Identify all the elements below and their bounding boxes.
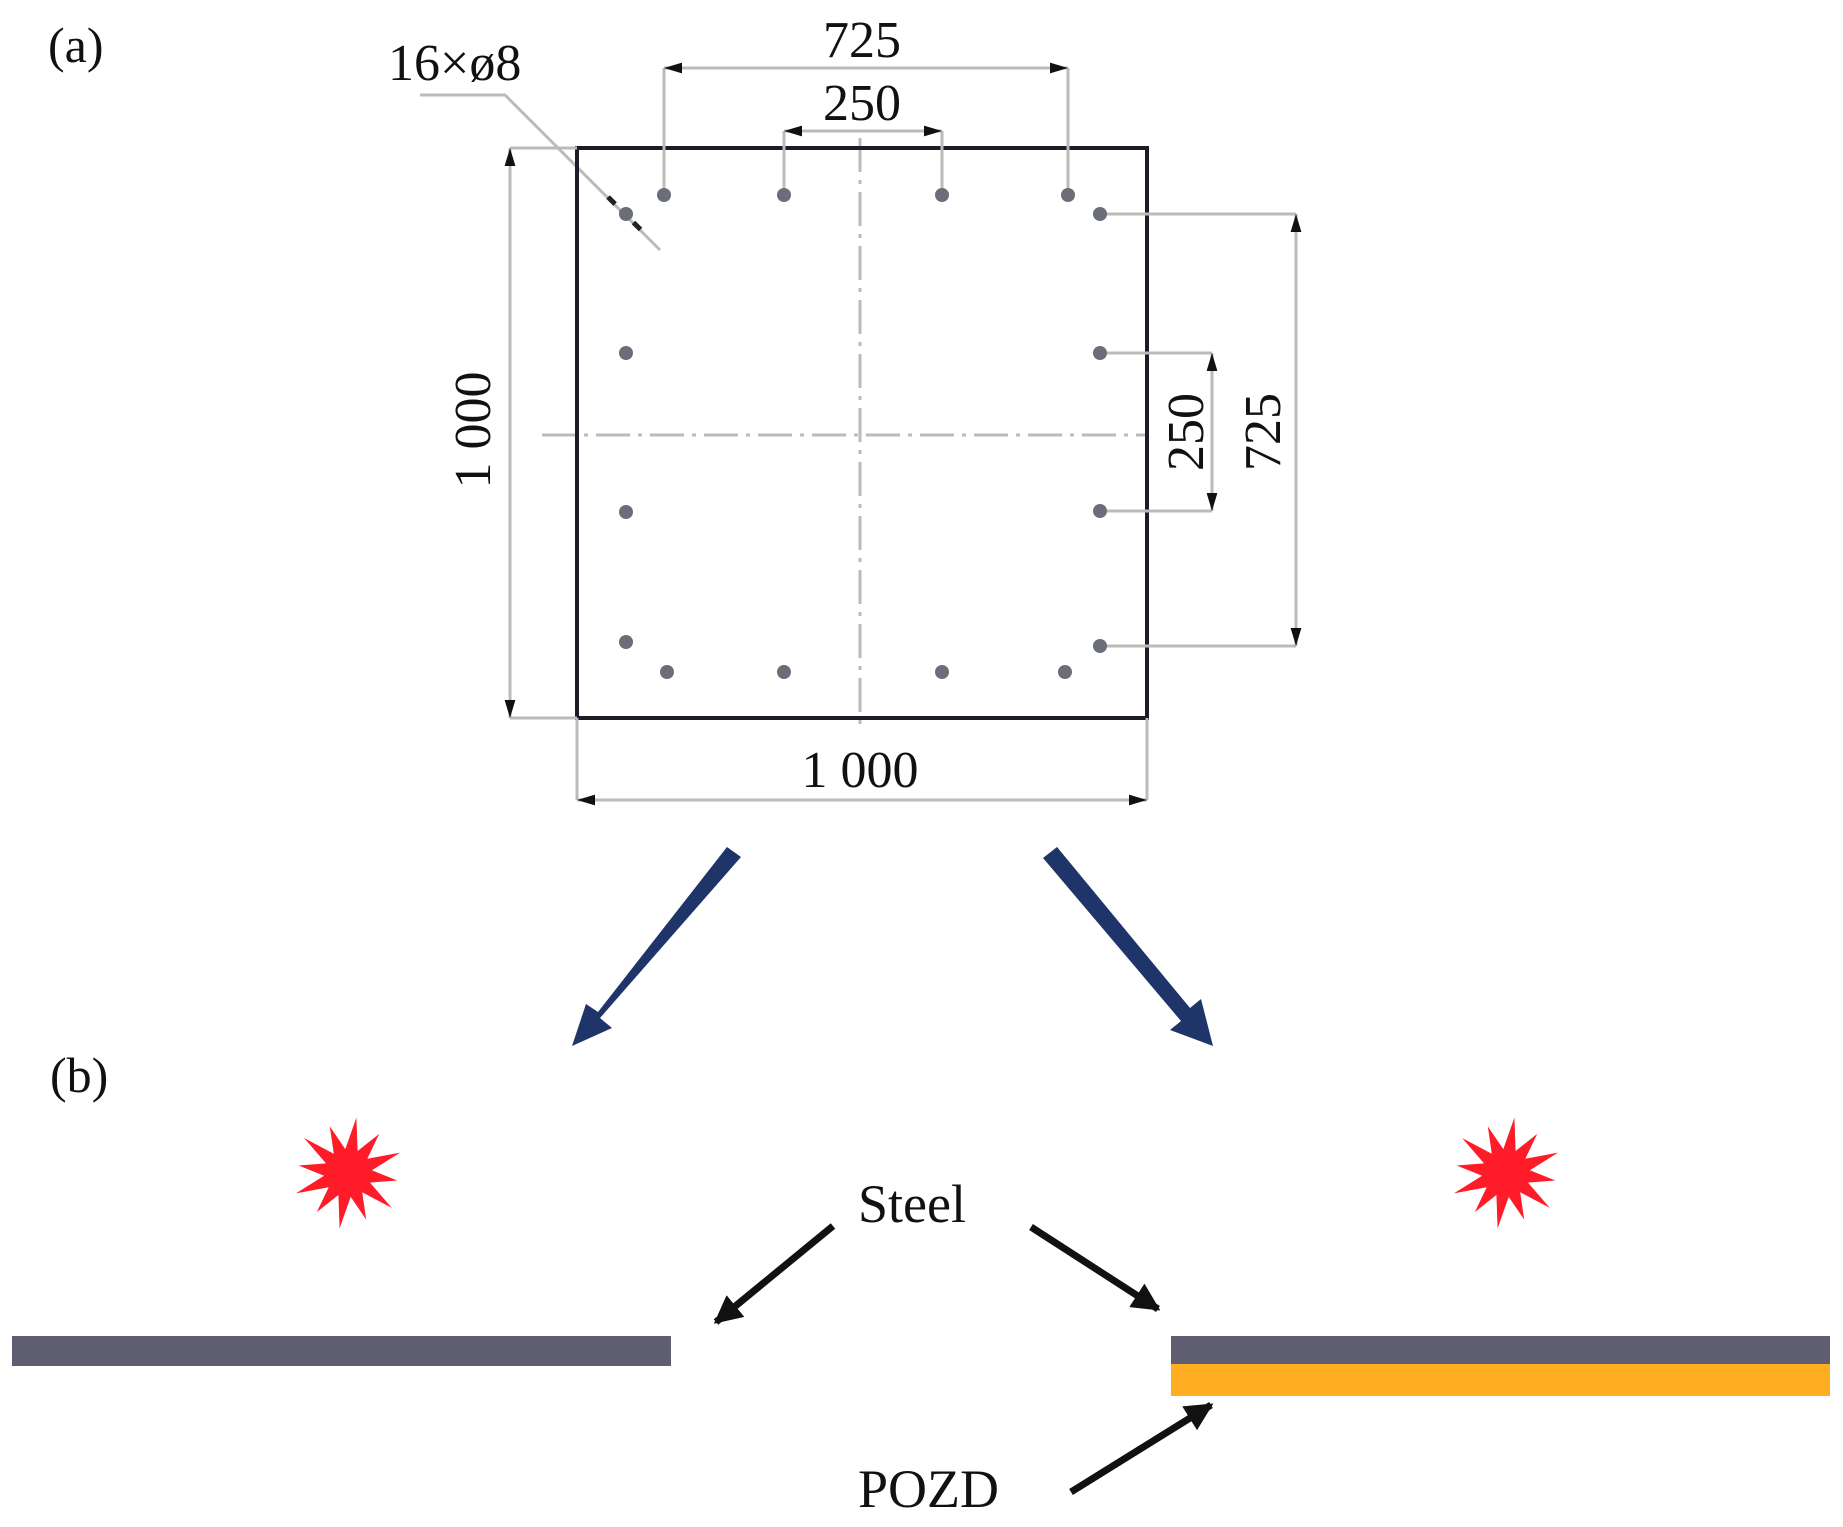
dim-text-top-725: 725	[823, 12, 901, 69]
extension-lines	[510, 68, 1296, 800]
steel-plate-coated	[1171, 1336, 1830, 1364]
panel-a-label: (a)	[48, 17, 104, 73]
steel-label: Steel	[858, 1174, 966, 1234]
bolt-hole	[1093, 504, 1107, 518]
bolt-hole	[657, 188, 671, 202]
dim-text-right-725: 725	[1235, 393, 1292, 471]
transition-arrows	[572, 847, 1213, 1046]
bolt-note-leader	[420, 93, 662, 252]
big-arrow-right	[1043, 847, 1213, 1046]
blast-icon-left	[295, 1117, 401, 1229]
bolt-note: 16×ø8	[388, 35, 521, 92]
bolt-hole	[1093, 346, 1107, 360]
bolt-hole	[777, 665, 791, 679]
bolt-holes	[619, 188, 1107, 679]
pozd-pointer	[1069, 1402, 1214, 1495]
bolt-hole	[1061, 188, 1075, 202]
pozd-coating-layer	[1171, 1364, 1830, 1396]
pointer-arrows	[713, 1223, 1214, 1495]
bolt-hole	[660, 665, 674, 679]
dim-text-bottom-1000: 1 000	[802, 742, 919, 799]
blast-icon-right	[1453, 1117, 1559, 1229]
bolt-hole	[619, 346, 633, 360]
dim-text-right-250: 250	[1158, 393, 1215, 471]
bolt-hole	[619, 635, 633, 649]
panel-b-label: (b)	[50, 1047, 108, 1103]
steel-pointer-left	[713, 1223, 836, 1325]
big-arrow-left	[572, 847, 741, 1046]
dimension-lines	[504, 62, 1302, 806]
bolt-hole	[619, 207, 633, 221]
bolt-hole	[777, 188, 791, 202]
pozd-label: POZD	[858, 1459, 999, 1519]
plate-outline	[575, 146, 1149, 720]
bolt-hole	[1093, 207, 1107, 221]
bolt-hole	[935, 188, 949, 202]
dim-text-top-250: 250	[823, 75, 901, 132]
steel-plate-bare	[12, 1336, 671, 1366]
bolt-hole	[935, 665, 949, 679]
bolt-hole	[1093, 639, 1107, 653]
bolt-hole	[1058, 665, 1072, 679]
dim-text-left-1000: 1 000	[445, 372, 502, 489]
steel-pointer-right	[1029, 1224, 1161, 1312]
bolt-hole	[619, 505, 633, 519]
